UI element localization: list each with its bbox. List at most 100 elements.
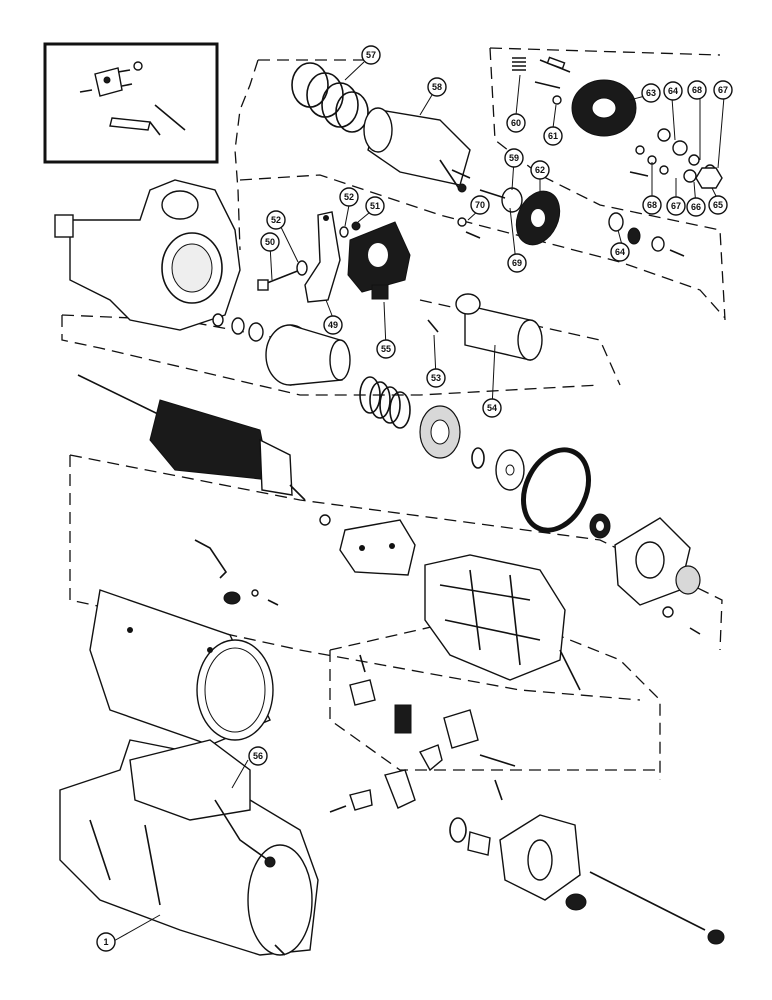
part-58-solenoid [363, 107, 471, 193]
callout-c70: 70 [470, 195, 490, 215]
callout-c68b: 68 [642, 195, 662, 215]
callout-circle [642, 195, 662, 215]
callout-number: 68 [692, 85, 702, 95]
part-52-washers [296, 226, 349, 276]
callout-c62: 62 [530, 160, 550, 180]
callout-number: 69 [512, 258, 522, 268]
callout-circle [610, 242, 630, 262]
callout-number: 67 [718, 85, 728, 95]
pole-shoe [319, 514, 416, 576]
callout-circle [248, 746, 268, 766]
part-54-sleeve [455, 293, 543, 361]
part-62-plate [515, 190, 561, 246]
callout-circle [506, 113, 526, 133]
callout-c1: 1 [96, 932, 116, 952]
callout-c67b: 67 [666, 196, 686, 216]
callout-c63: 63 [641, 83, 661, 103]
callout-number: 70 [475, 200, 485, 210]
part-49-shift-lever [304, 211, 341, 303]
callout-number: 55 [381, 344, 391, 354]
callout-circle [266, 210, 286, 230]
callout-circle [713, 80, 733, 100]
callout-c51: 51 [365, 196, 385, 216]
callout-circle [339, 187, 359, 207]
callout-number: 64 [615, 247, 625, 257]
callout-circle [504, 148, 524, 168]
lower-end-bracket [449, 779, 725, 945]
callout-number: 65 [713, 200, 723, 210]
oil-seal [589, 513, 611, 539]
part-57-rings [291, 62, 369, 133]
callout-c69: 69 [507, 253, 527, 273]
callout-circle [376, 339, 396, 359]
callout-c52b: 52 [339, 187, 359, 207]
part-50-bolt [257, 269, 301, 291]
drive-spring [359, 376, 411, 429]
callout-circle [543, 126, 563, 146]
callout-circle [361, 45, 381, 65]
callout-circle [365, 196, 385, 216]
callout-c66: 66 [686, 197, 706, 217]
callout-c54: 54 [482, 398, 502, 418]
callout-number: 50 [265, 237, 275, 247]
callout-circle [482, 398, 502, 418]
field-frame [89, 589, 274, 746]
part-64b-washers [608, 212, 685, 257]
part-63-brush-holder [571, 79, 637, 137]
callout-c57: 57 [361, 45, 381, 65]
callout-c58: 58 [427, 77, 447, 97]
callout-c68a: 68 [687, 80, 707, 100]
callout-number: 67 [671, 201, 681, 211]
callout-number: 53 [431, 373, 441, 383]
callout-circle [663, 81, 683, 101]
callout-c59: 59 [504, 148, 524, 168]
part-51-nut [351, 221, 361, 231]
callout-circle [260, 232, 280, 252]
callout-circle [427, 77, 447, 97]
drive-end-housing [54, 179, 241, 331]
part-70-69-hardware [457, 217, 481, 239]
callout-c49: 49 [323, 315, 343, 335]
callout-number: 51 [370, 201, 380, 211]
callout-c52a: 52 [266, 210, 286, 230]
brush-assembly-parts [329, 654, 516, 813]
callout-number: 62 [535, 165, 545, 175]
callout-circle [530, 160, 550, 180]
callout-number: 52 [271, 215, 281, 225]
field-coils [424, 554, 581, 691]
callout-circle [686, 197, 706, 217]
callout-c56: 56 [248, 746, 268, 766]
callout-number: 68 [647, 200, 657, 210]
part-53-pin [427, 319, 439, 333]
callout-c64b: 64 [610, 242, 630, 262]
callout-circle [641, 83, 661, 103]
part-55-plate [347, 221, 411, 300]
callout-number: 52 [344, 192, 354, 202]
part-60-spring [512, 57, 526, 71]
gasket-ring [521, 447, 591, 533]
assembled-starter-motor [59, 739, 319, 956]
callout-c65: 65 [708, 195, 728, 215]
callout-number: 54 [487, 403, 497, 413]
callout-circle [470, 195, 490, 215]
inset-detail-box [43, 42, 219, 164]
callout-circle [507, 253, 527, 273]
callout-number: 49 [328, 320, 338, 330]
callout-circle [426, 368, 446, 388]
callout-number: 58 [432, 82, 442, 92]
callout-circle [666, 196, 686, 216]
callout-c64a: 64 [663, 81, 683, 101]
callout-c67a: 67 [713, 80, 733, 100]
callout-circle [323, 315, 343, 335]
end-frame-screws [662, 606, 701, 635]
callout-number: 1 [103, 937, 108, 947]
callout-circle [687, 80, 707, 100]
part-59-terminal [479, 187, 523, 213]
commutator-end-frame [614, 517, 701, 606]
callout-circle [708, 195, 728, 215]
callout-number: 66 [691, 202, 701, 212]
part-61-screws [534, 56, 571, 105]
callout-number: 64 [668, 86, 678, 96]
